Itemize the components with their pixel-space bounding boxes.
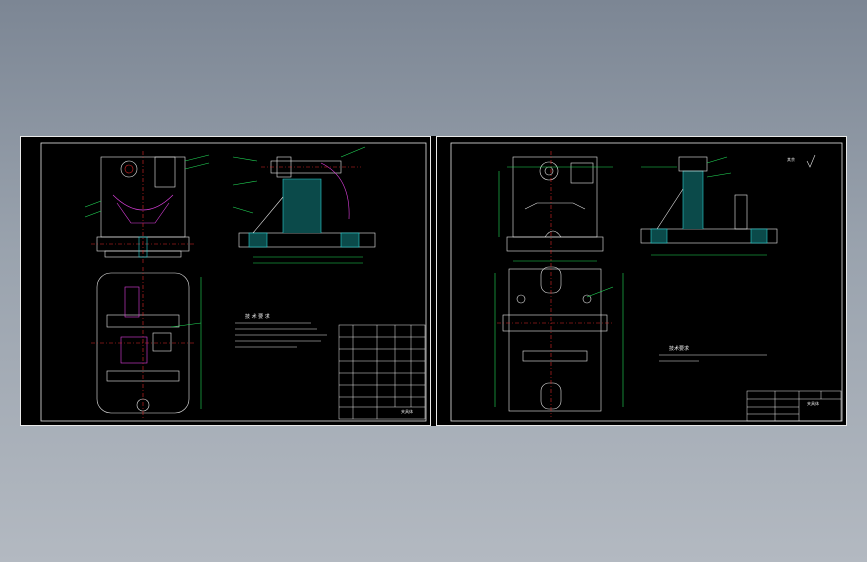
drawing-sheet-assembly[interactable]: 技 术 要 求 夹具体 — [20, 136, 431, 426]
part-tech-requirements-title: 技术要求 — [669, 346, 690, 352]
part-front-view — [498, 151, 613, 262]
part-title-block — [746, 390, 842, 422]
part-top-view — [494, 263, 624, 417]
top-view — [91, 267, 202, 419]
roughness-note: 其余 — [787, 157, 795, 162]
title-block-name: 夹具体 — [401, 409, 413, 414]
part-title-block-name: 夹具体 — [807, 401, 819, 406]
drawing-sheet-part[interactable]: 技术要求 其余 夹具体 — [436, 136, 847, 426]
part-drawing-canvas — [450, 142, 843, 422]
tech-requirements-title: 技 术 要 求 — [245, 314, 270, 320]
part-side-view — [640, 156, 778, 256]
drawing-viewport[interactable]: 技 术 要 求 夹具体 — [20, 136, 847, 426]
parts-list — [338, 324, 426, 420]
side-view — [232, 146, 376, 264]
assembly-drawing-canvas — [40, 142, 427, 422]
front-view — [84, 151, 210, 263]
